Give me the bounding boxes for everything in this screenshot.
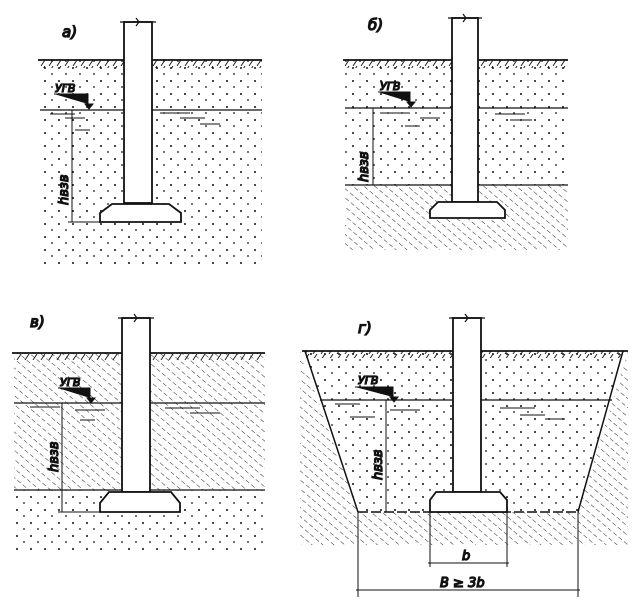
panel-a-h-label: hвзв xyxy=(57,175,72,205)
panel-b-gwl-label: УГВ xyxy=(380,80,400,93)
panel-a-label: а) xyxy=(62,23,77,41)
panel-c-label: в) xyxy=(30,313,45,331)
panel-d-gwl-label: УГВ xyxy=(358,374,378,387)
panel-c xyxy=(12,313,265,550)
panel-c-h-label: hвзв xyxy=(47,442,62,472)
pit-width-label: B ≥ 3b xyxy=(440,576,485,591)
panel-d-h-label: hвзв xyxy=(371,450,386,480)
panel-c-gwl-label: УГВ xyxy=(60,376,80,389)
panel-b xyxy=(343,13,568,250)
panel-a xyxy=(38,17,262,265)
panel-d xyxy=(300,313,628,597)
panel-b-h-label: hвзв xyxy=(357,152,372,182)
panel-d-label: г) xyxy=(358,319,372,337)
panel-a-gwl-label: УГВ xyxy=(55,82,75,95)
panel-b-label: б) xyxy=(368,16,383,34)
footing-width-label: b xyxy=(462,549,470,564)
